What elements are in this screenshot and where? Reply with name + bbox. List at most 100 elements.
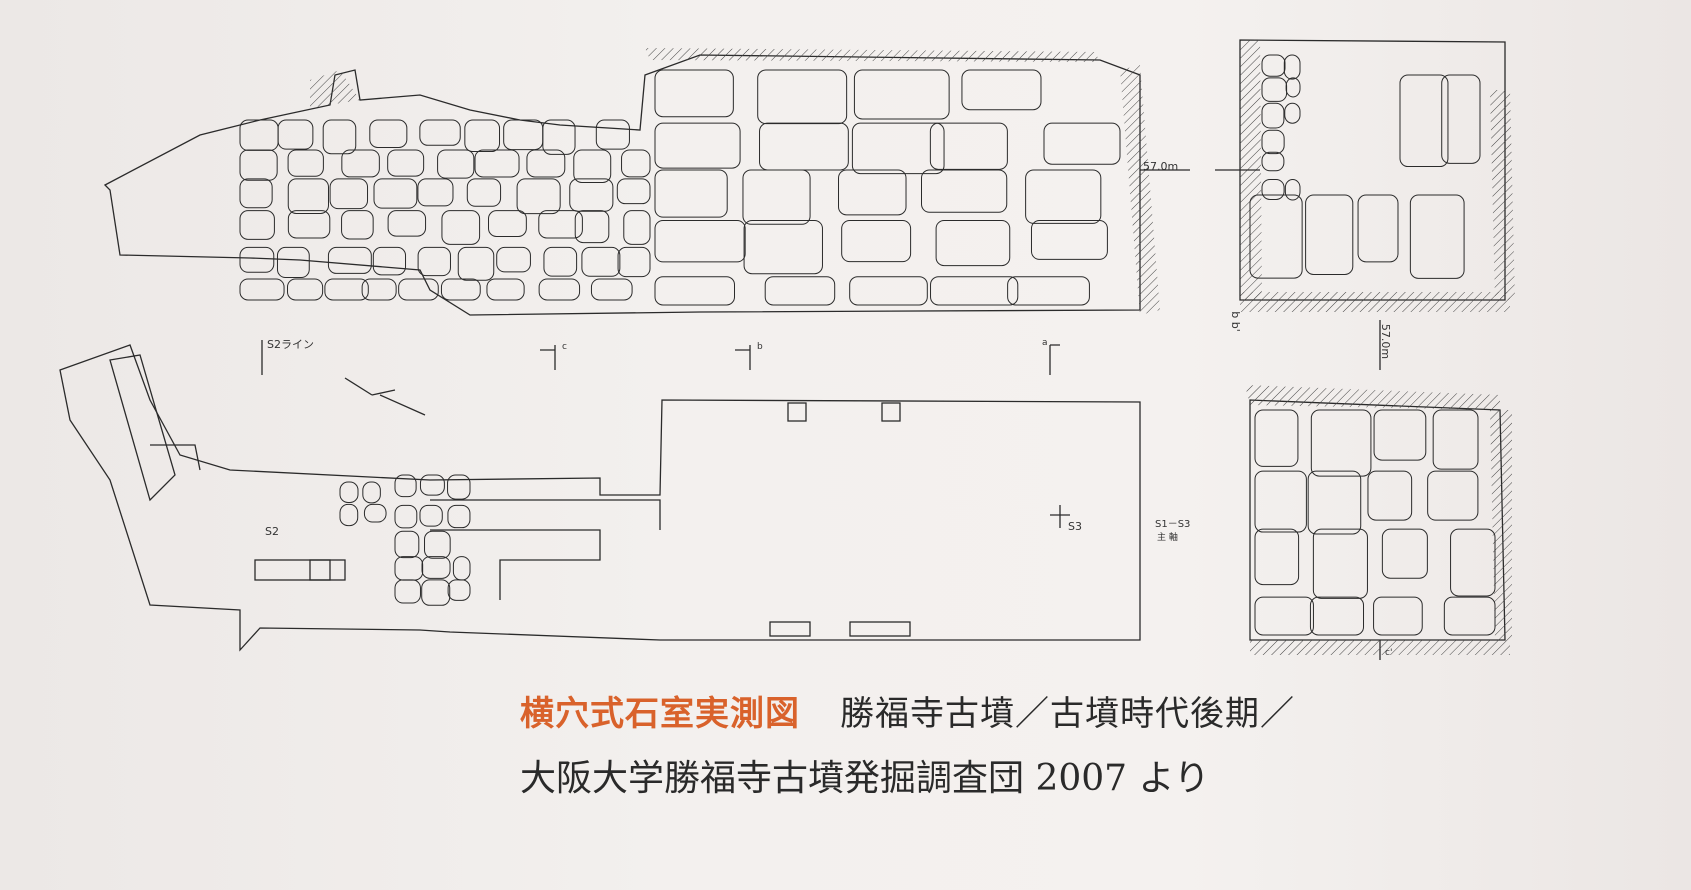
stone [447,579,471,601]
stone [542,119,576,155]
section-marker-a [1049,344,1060,375]
hatch-right-wall [1120,65,1160,315]
stone [341,149,380,178]
stone [654,219,746,263]
stone [654,69,734,118]
stone [764,276,836,306]
stone [373,178,418,209]
stone [327,246,372,274]
stone [1381,528,1428,579]
stone [849,276,928,306]
stone [1261,54,1286,77]
stone [417,178,454,207]
stone [538,210,583,239]
stone [853,69,950,120]
stone [581,246,621,277]
stone [930,276,1019,306]
stone [851,122,945,175]
s3-label: S3 [1068,520,1082,533]
stone [595,119,630,150]
stone [361,278,397,301]
stone [419,119,461,146]
section-bb-label: b b' [1228,311,1242,332]
stone [1432,409,1479,470]
stone [654,276,736,306]
stone [1261,151,1285,172]
stone [1025,169,1102,224]
stone [623,210,651,245]
section-top-stones [1249,54,1481,279]
section-marker-b [735,345,751,370]
caption-title: 横穴式石室実測図 [520,694,800,734]
stone [276,246,310,279]
stone [838,169,907,216]
stone [394,579,421,604]
stone [1284,102,1301,124]
stone [573,149,612,183]
stone [394,556,424,581]
stone [1443,596,1496,636]
stone [1249,194,1303,279]
stone [372,246,407,276]
stone [239,178,273,209]
stone [394,530,420,559]
stone [929,122,1008,170]
stone [543,246,578,277]
stone [616,178,651,205]
s2-label: S2 [265,525,279,538]
stone [1373,596,1423,636]
stone [287,210,331,239]
stone [447,474,471,500]
stone [362,481,381,504]
stone [1310,409,1372,477]
marker-c-label: c [562,342,567,352]
stone [394,474,417,498]
north-arrow [344,377,426,416]
stone [387,149,425,177]
plan-outline [59,344,1141,652]
main-axis-label: 主 軸 [1157,533,1178,543]
stone [239,149,278,181]
stone [1261,178,1285,200]
stone [1261,102,1285,129]
stone [287,178,329,214]
elevation-stones [239,69,1121,306]
stone [466,178,502,207]
stone [654,122,741,169]
s1-s3-label: S1－S3 [1155,519,1191,530]
stone [329,178,369,210]
caption-subtitle: 勝福寺古墳／古墳時代後期／ [840,694,1295,734]
plan-stones [339,474,471,606]
stone [239,119,279,151]
marker-c2-label: c' [1385,648,1393,658]
stone [277,119,314,150]
stone [590,278,633,301]
stone [1427,470,1479,521]
stone [447,504,471,529]
stone [488,210,527,238]
stone [617,246,651,278]
stone [419,504,443,527]
section-bottom-stones [1254,409,1496,636]
stone [339,503,359,527]
stone [394,504,418,529]
stone [424,530,451,559]
stone [239,210,275,240]
elevation-label: 57.0m [1143,160,1179,173]
section-marker-c [540,345,556,370]
hatch-top-1 [310,70,360,108]
stone [1043,122,1121,165]
stone [417,246,451,277]
stone [1254,596,1314,636]
stone [421,556,451,579]
stone [759,122,849,171]
stone [935,219,1011,267]
stone [1030,219,1108,260]
stone [419,474,445,496]
stone [440,278,481,301]
stone [1309,596,1365,636]
stone [921,169,1008,213]
stone [654,169,728,218]
stone [486,278,525,301]
